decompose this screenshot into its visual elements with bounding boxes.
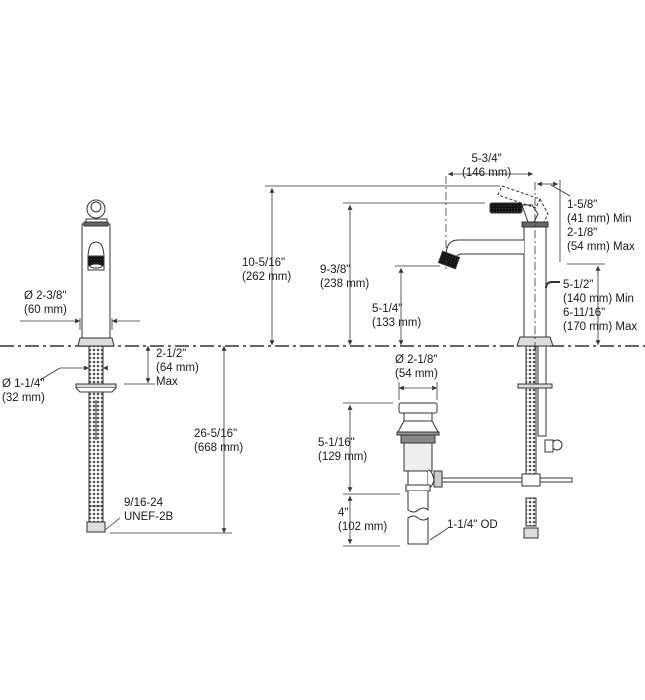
overall-height-mm: (262 mm)	[242, 271, 292, 283]
lift-rod-max-mm: (170 mm) Max	[563, 321, 638, 333]
tailpiece-od-label: 1-1/4" OD	[447, 518, 498, 532]
lift-rod-height-label: 5-1/2" (140 mm) Min 6-11/16" (170 mm) Ma…	[563, 278, 637, 334]
supply-length-label: 26-5/16" (668 mm)	[194, 427, 243, 455]
lift-rod-min-in: 5-1/2"	[563, 279, 594, 291]
drain-diameter-label: Ø 2-1/8" (54 mm)	[395, 353, 438, 381]
supply-length-mm: (668 mm)	[194, 442, 244, 454]
deck-thickness-label: 2-1/2" (64 mm) Max	[156, 347, 199, 389]
spout-height-label: 5-1/4" (133 mm)	[372, 302, 421, 330]
handle-clearance-label: 1-5/8" (41 mm) Min 2-1/8" (54 mm) Max	[567, 198, 635, 254]
pop-up-drain	[396, 402, 443, 545]
thread-line2: UNEF-2B	[124, 511, 174, 523]
thread-line1: 9/16-24	[124, 497, 164, 509]
handle-knob-icon	[85, 199, 108, 225]
spout-reach-mm: (146 mm)	[462, 167, 512, 179]
handle-height-label: 9-3/8" (238 mm)	[320, 263, 369, 291]
handle-clearance-min-mm: (41 mm) Min	[567, 213, 632, 225]
thread-label: 9/16-24 UNEF-2B	[124, 496, 173, 524]
deck-thickness-note: Max	[156, 376, 178, 388]
lift-rod-max-in: 6-11/16"	[563, 307, 606, 319]
right-faucet-view	[437, 185, 573, 539]
spout-reach-label: 5-3/4" (146 mm)	[462, 152, 511, 180]
shank-diameter-in: Ø 1-1/4"	[2, 378, 45, 390]
left-faucet-view	[75, 199, 117, 533]
overall-height-label: 10-5/16" (262 mm)	[242, 256, 291, 284]
handle-height-mm: (238 mm)	[320, 278, 370, 290]
drain-diameter-in: Ø 2-1/8"	[395, 354, 438, 366]
supply-length-in: 26-5/16"	[194, 428, 238, 440]
drain-body-mm: (129 mm)	[318, 451, 368, 463]
shank-diameter-mm: (32 mm)	[2, 392, 45, 404]
handle-height-in: 9-3/8"	[320, 264, 351, 276]
body-diameter-in: Ø 2-3/8"	[24, 290, 67, 302]
handle-clearance-max-mm: (54 mm) Max	[567, 241, 635, 253]
spout-height-mm: (133 mm)	[372, 317, 422, 329]
spout-reach-in: 5-3/4"	[471, 153, 502, 165]
deck-thickness-mm: (64 mm)	[156, 362, 199, 374]
deck-thickness-in: 2-1/2"	[156, 348, 187, 360]
tailpiece-mm: (102 mm)	[338, 521, 388, 533]
lift-rod-min-mm: (140 mm) Min	[563, 293, 634, 305]
tailpiece-in: 4"	[338, 507, 349, 519]
drain-body-label: 5-1/16" (129 mm)	[318, 436, 367, 464]
spout-height-in: 5-1/4"	[372, 303, 403, 315]
tailpiece-label: 4" (102 mm)	[338, 506, 387, 534]
drain-diameter-mm: (54 mm)	[395, 368, 438, 380]
right-dimension-lines	[265, 171, 605, 547]
left-dimension-lines	[20, 318, 232, 534]
body-diameter-label: Ø 2-3/8" (60 mm)	[24, 289, 67, 317]
handle-clearance-min-in: 1-5/8"	[567, 199, 598, 211]
tailpiece-od-text: 1-1/4" OD	[447, 519, 498, 531]
drain-body-in: 5-1/16"	[318, 437, 355, 449]
shank-diameter-label: Ø 1-1/4" (32 mm)	[2, 377, 45, 405]
overall-height-in: 10-5/16"	[242, 257, 286, 269]
body-diameter-mm: (60 mm)	[24, 304, 67, 316]
handle-clearance-max-in: 2-1/8"	[567, 227, 598, 239]
